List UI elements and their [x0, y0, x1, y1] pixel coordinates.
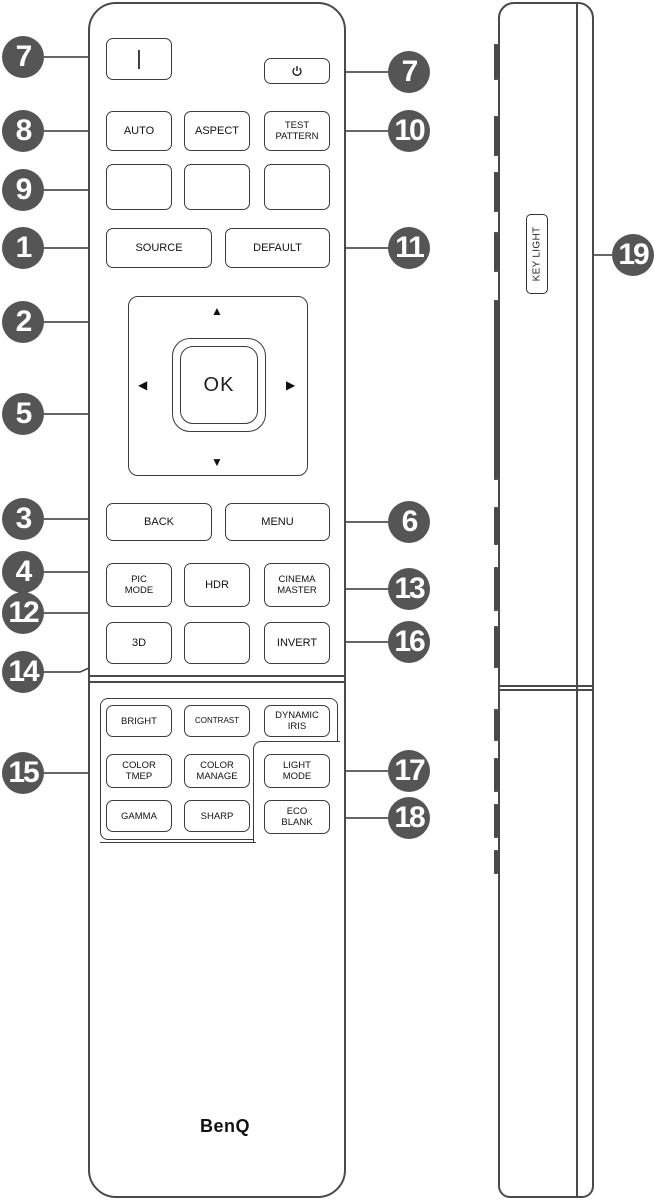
power-on-button[interactable]: |: [106, 38, 172, 80]
side-notch: [494, 850, 498, 874]
callout-12: 12: [2, 592, 44, 634]
bright-button[interactable]: BRIGHT: [106, 705, 172, 737]
callout-6: 6: [388, 501, 430, 543]
side-notch: [494, 44, 498, 80]
contrast-button[interactable]: CONTRAST: [184, 705, 250, 737]
callout-19: 19: [612, 234, 654, 276]
callout-13: 13: [388, 568, 430, 610]
3d-button[interactable]: 3D: [106, 622, 172, 664]
test-pattern-button[interactable]: TEST PATTERN: [264, 111, 330, 151]
pic-mode-button[interactable]: PIC MODE: [106, 563, 172, 607]
hdr-button[interactable]: HDR: [184, 563, 250, 607]
pic-mode-label-2: MODE: [124, 585, 154, 596]
color-tmep-button[interactable]: COLOR TMEP: [106, 754, 172, 788]
eco-blank-label-1: ECO: [286, 806, 308, 817]
callout-10: 10: [388, 110, 430, 152]
side-notch: [494, 507, 498, 545]
aspect-button[interactable]: ASPECT: [184, 111, 250, 151]
arrow-right-button[interactable]: ▶: [286, 378, 296, 392]
callout-15: 15: [2, 752, 44, 794]
arrow-left-button[interactable]: ◀: [138, 378, 148, 392]
dynamic-iris-button[interactable]: DYNAMIC IRIS: [264, 705, 330, 737]
light-mode-label-2: MODE: [282, 771, 312, 782]
side-notch: [494, 300, 498, 480]
eco-blank-label-2: BLANK: [281, 817, 313, 828]
arrow-up-button[interactable]: ▲: [211, 304, 223, 318]
gamma-button[interactable]: GAMMA: [106, 800, 172, 832]
callout-3: 3: [2, 498, 44, 540]
color-tmep-label-1: COLOR: [122, 760, 156, 771]
remote-side-body: [494, 2, 594, 1198]
callout-1: 1: [2, 227, 44, 269]
source-button[interactable]: SOURCE: [106, 228, 212, 268]
cinema-master-label-2: MASTER: [277, 585, 317, 596]
default-button[interactable]: DEFAULT: [225, 228, 330, 268]
color-manage-label-1: COLOR: [200, 760, 234, 771]
side-notch: [494, 172, 498, 212]
callout-8: 8: [2, 110, 44, 152]
group-notch-bottom: [100, 838, 256, 843]
power-off-button[interactable]: [264, 58, 330, 84]
remote-side-panel: [506, 4, 578, 1196]
arrow-down-button[interactable]: ▼: [211, 455, 223, 469]
color-manage-button[interactable]: COLOR MANAGE: [184, 754, 250, 788]
test-pattern-label-2: PATTERN: [275, 131, 319, 142]
callout-2: 2: [2, 301, 44, 343]
power-icon: [292, 66, 302, 76]
ok-button[interactable]: OK: [180, 346, 258, 424]
dynamic-iris-label-1: DYNAMIC: [275, 710, 319, 721]
callout-11: 11: [388, 227, 430, 269]
back-button[interactable]: BACK: [106, 503, 212, 541]
callout-17: 17: [388, 750, 430, 792]
brand-logo: BenQ: [199, 1116, 250, 1136]
group-notch-edge: [253, 741, 340, 843]
side-notch: [494, 804, 498, 838]
light-mode-button[interactable]: LIGHT MODE: [264, 754, 330, 788]
callout-4: 4: [2, 551, 44, 593]
invert-button[interactable]: INVERT: [264, 622, 330, 664]
blank-button-3[interactable]: [264, 164, 330, 210]
side-notch: [494, 116, 498, 156]
ok-button-ring: [172, 338, 266, 432]
blank-button-4[interactable]: [184, 622, 250, 664]
remote-side-seam: [500, 685, 592, 691]
side-notch: [494, 232, 498, 272]
color-tmep-label-2: TMEP: [125, 771, 153, 782]
menu-button[interactable]: MENU: [225, 503, 330, 541]
callout-9: 9: [2, 169, 44, 211]
eco-blank-button[interactable]: ECO BLANK: [264, 800, 330, 834]
light-mode-label-1: LIGHT: [283, 760, 311, 771]
auto-button[interactable]: AUTO: [106, 111, 172, 151]
cinema-master-button[interactable]: CINEMA MASTER: [264, 563, 330, 607]
dpad: [128, 296, 308, 476]
pic-mode-label-1: PIC: [131, 574, 147, 585]
cinema-master-label-1: CINEMA: [278, 574, 316, 585]
remote-divider: [88, 675, 346, 683]
blank-button-2[interactable]: [184, 164, 250, 210]
key-light-button[interactable]: KEY LIGHT: [526, 214, 548, 294]
callout-5: 5: [2, 393, 44, 435]
callout-16: 16: [388, 621, 430, 663]
side-notch: [494, 567, 498, 611]
side-notch: [494, 626, 498, 668]
side-notch: [494, 709, 498, 741]
callout-18: 18: [388, 797, 430, 839]
callout-7-left: 7: [2, 36, 44, 78]
sharp-button[interactable]: SHARP: [184, 800, 250, 832]
test-pattern-label-1: TEST: [284, 120, 310, 131]
blank-button-1[interactable]: [106, 164, 172, 210]
color-manage-label-2: MANAGE: [196, 771, 238, 782]
dynamic-iris-label-2: IRIS: [287, 721, 307, 732]
callout-14: 14: [2, 651, 44, 693]
key-light-label: KEY LIGHT: [531, 226, 543, 282]
side-notch: [494, 758, 498, 792]
callout-7-right: 7: [388, 51, 430, 93]
